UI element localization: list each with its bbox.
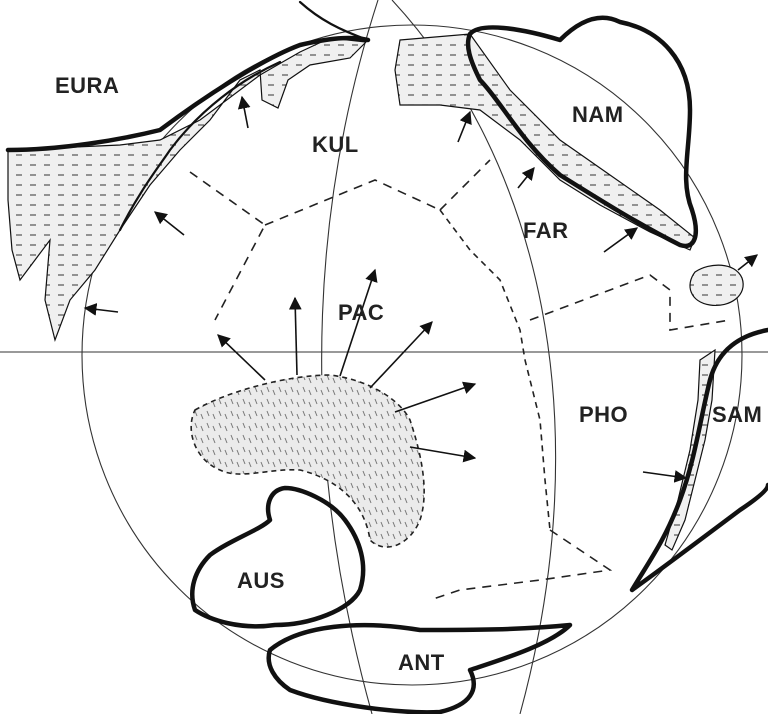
eurasia-coast xyxy=(5,35,371,153)
projection-circle xyxy=(81,24,743,686)
arrow-kul-1 xyxy=(237,95,251,129)
label-aus: AUS xyxy=(237,568,285,593)
arrow-pac-3 xyxy=(339,268,378,377)
arrow-far-1 xyxy=(517,167,535,189)
arrow-pac-4 xyxy=(369,321,433,389)
boundary-pac-far xyxy=(439,209,551,531)
eurasia-coast-outer xyxy=(118,0,370,232)
island-shoal xyxy=(689,264,744,306)
label-pho: PHO xyxy=(579,402,628,427)
label-far: FAR xyxy=(523,218,569,243)
arrow-kul-4 xyxy=(457,110,472,143)
arrow-pac-1 xyxy=(217,334,266,381)
boundary-far-pho xyxy=(529,274,731,331)
label-nam: NAM xyxy=(572,102,624,127)
boundary-kul-far xyxy=(439,159,491,211)
label-ant: ANT xyxy=(398,650,445,675)
boundary-pho-south xyxy=(429,529,613,601)
nam-coast xyxy=(465,15,698,249)
arrow-island xyxy=(737,254,759,271)
boundary-kul-pac xyxy=(264,179,441,226)
sam-coast xyxy=(629,327,768,593)
arrow-pac-2 xyxy=(288,296,302,376)
nam-shelf xyxy=(394,33,696,251)
plate-motion-arrows xyxy=(83,95,759,483)
north-america-landmass xyxy=(394,15,698,251)
arrow-pac-6 xyxy=(409,446,477,463)
south-america-landmass xyxy=(629,327,768,593)
label-sam: SAM xyxy=(712,402,762,427)
australia-coast xyxy=(190,485,366,629)
arrow-kul-2 xyxy=(153,211,185,236)
plate-boundaries xyxy=(189,159,731,601)
label-kul: KUL xyxy=(312,132,359,157)
label-eura: EURA xyxy=(55,73,119,98)
pacific-swell-region xyxy=(190,374,425,548)
arrow-pac-5 xyxy=(394,381,477,413)
meridian-central xyxy=(321,0,379,714)
label-pac: PAC xyxy=(338,300,384,325)
eurasia-shelf xyxy=(7,37,368,343)
antarctica-coast xyxy=(266,622,573,714)
boundary-kul-pac-west xyxy=(189,171,267,321)
arrow-kul-3 xyxy=(83,303,119,316)
sam-shelf xyxy=(664,348,716,551)
arrow-far-2 xyxy=(603,227,639,253)
eurasia-landmass xyxy=(5,0,371,343)
arrow-pho-1 xyxy=(642,470,688,483)
plate-labels: EURA KUL NAM FAR PAC PHO SAM AUS ANT xyxy=(55,73,762,675)
